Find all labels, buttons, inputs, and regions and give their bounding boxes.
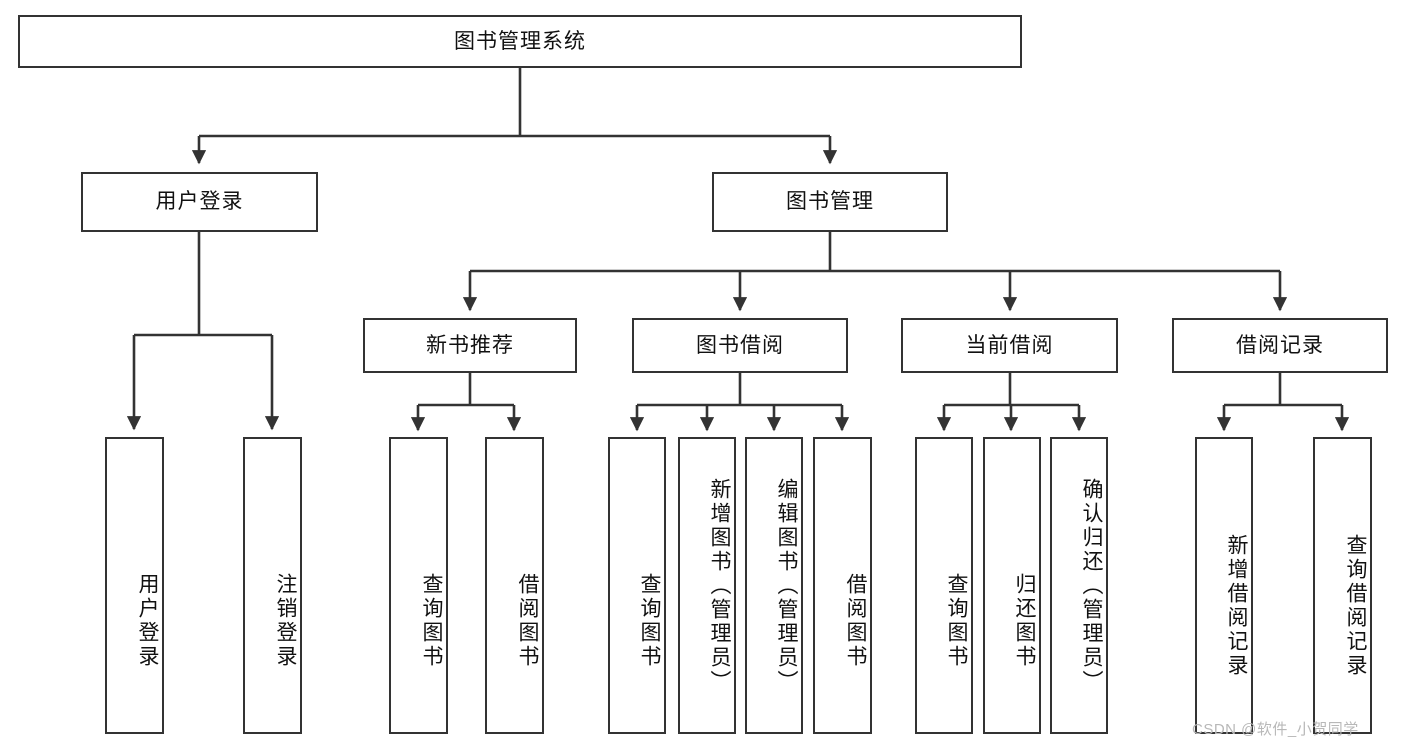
node-label: 归还图书 <box>1013 572 1036 669</box>
node-label: 当前借阅 <box>965 333 1054 357</box>
node-label: 用户登录 <box>155 190 244 214</box>
leaf-borrow-book-newrec[interactable]: 借阅图书 <box>485 437 544 734</box>
node-label: 查询图书 <box>420 572 443 669</box>
node-label: 新增图书（管理员） <box>708 477 731 694</box>
leaf-edit-book-admin[interactable]: 编辑图书（管理员） <box>745 437 803 734</box>
node-label: 查询借阅记录 <box>1344 533 1367 678</box>
leaf-borrow-book[interactable]: 借阅图书 <box>813 437 872 734</box>
leaf-query-book-borrow[interactable]: 查询图书 <box>608 437 666 734</box>
node-label: 图书借阅 <box>696 333 784 357</box>
node-label: 确认归还（管理员） <box>1080 477 1103 694</box>
node-book-borrow[interactable]: 图书借阅 <box>632 318 848 373</box>
leaf-logout[interactable]: 注销登录 <box>243 437 302 734</box>
node-new-book-recommend[interactable]: 新书推荐 <box>363 318 577 373</box>
leaf-query-book-current[interactable]: 查询图书 <box>915 437 973 734</box>
node-label: 查询图书 <box>638 572 661 669</box>
node-label: 新增借阅记录 <box>1225 533 1248 678</box>
node-label: 查询图书 <box>945 572 968 669</box>
leaf-query-borrow-record[interactable]: 查询借阅记录 <box>1313 437 1372 734</box>
leaf-add-borrow-record[interactable]: 新增借阅记录 <box>1195 437 1253 734</box>
node-label: 借阅记录 <box>1236 333 1324 357</box>
leaf-return-book[interactable]: 归还图书 <box>983 437 1041 734</box>
node-book-management[interactable]: 图书管理 <box>712 172 948 232</box>
node-root-system[interactable]: 图书管理系统 <box>18 15 1022 68</box>
leaf-user-login[interactable]: 用户登录 <box>105 437 164 734</box>
leaf-confirm-return-admin[interactable]: 确认归还（管理员） <box>1050 437 1108 734</box>
node-user-login[interactable]: 用户登录 <box>81 172 318 232</box>
leaf-add-book-admin[interactable]: 新增图书（管理员） <box>678 437 736 734</box>
leaf-query-book-newrec[interactable]: 查询图书 <box>389 437 448 734</box>
node-label: 图书管理 <box>786 190 874 214</box>
csdn-watermark: CSDN @软件_小贺同学 <box>1192 721 1359 738</box>
node-label: 借阅图书 <box>844 572 867 669</box>
node-label: 新书推荐 <box>426 333 514 357</box>
node-label: 图书管理系统 <box>454 29 586 53</box>
node-current-borrow[interactable]: 当前借阅 <box>901 318 1118 373</box>
node-label: 借阅图书 <box>516 572 539 669</box>
node-label: 编辑图书（管理员） <box>775 477 798 694</box>
node-label: 注销登录 <box>274 572 297 669</box>
node-borrow-records[interactable]: 借阅记录 <box>1172 318 1388 373</box>
node-label: 用户登录 <box>136 572 159 669</box>
